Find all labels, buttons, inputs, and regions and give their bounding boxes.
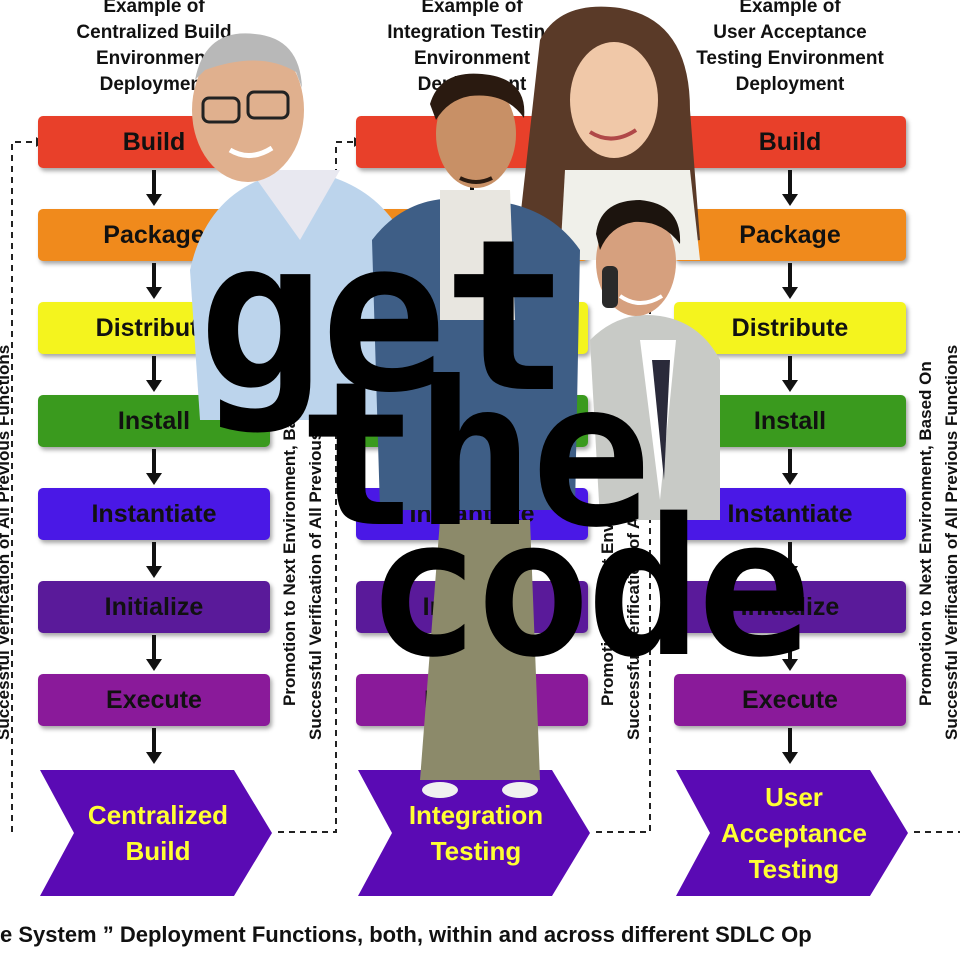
overlay-word-code: code [366, 478, 812, 699]
stage-label-line: Testing [430, 836, 522, 866]
column-title-line: Example of [421, 0, 523, 17]
arrow-down-icon [146, 542, 162, 578]
step-build: Build [38, 116, 270, 168]
step-install: Install [674, 395, 906, 447]
arrow-down-icon [146, 356, 162, 392]
column-title-line: User Acceptance [713, 22, 867, 43]
arrow-down-icon [146, 635, 162, 671]
arrow-down-icon [464, 728, 480, 764]
overlay-word-the: the [298, 339, 651, 572]
column-title-line: Centralized Build [76, 22, 232, 43]
arrow-down-icon [782, 263, 798, 299]
arrow-down-icon [782, 170, 798, 206]
arrow-down-icon [782, 635, 798, 671]
step-build: Build [356, 116, 588, 168]
step-build: Build [674, 116, 906, 168]
arrow-down-icon [782, 542, 798, 578]
arrow-down-icon [146, 728, 162, 764]
footer-caption: e System ” Deployment Functions, both, w… [0, 922, 812, 947]
column-title-line: Environment [95, 48, 213, 69]
column-title-line: Testing Environment [696, 48, 884, 69]
stage-label-line: Testing [748, 854, 840, 884]
step-package: Package [674, 209, 906, 261]
stage-chevron [358, 770, 590, 896]
column-title-line: Deployment [99, 74, 209, 95]
column-title-line: Deployment [417, 74, 527, 95]
step-distribute: Distribute [674, 302, 906, 354]
stage-label-line: Build [125, 836, 191, 866]
column-title-line: Integration Testing [387, 22, 557, 43]
arrow-down-icon [782, 356, 798, 392]
stage-label-line: Integration [408, 800, 544, 830]
arrow-down-icon [782, 728, 798, 764]
side-label-left: Successful Verification of All Previous … [0, 344, 13, 740]
step-execute: Execute [38, 674, 270, 726]
arrow-down-icon [146, 263, 162, 299]
arrow-down-icon [146, 170, 162, 206]
step-initialize: Initialize [674, 581, 906, 633]
column-title-line: Environment [413, 48, 531, 69]
column-title-line: Deployment [735, 74, 845, 95]
arrow-down-icon [146, 449, 162, 485]
stage-label-line: Acceptance [721, 818, 867, 848]
stage-chevron [40, 770, 272, 896]
stage-label-line: Centralized [87, 800, 229, 830]
arrow-down-icon [782, 449, 798, 485]
step-initialize: Initialize [38, 581, 270, 633]
step-execute: Execute [674, 674, 906, 726]
step-instantiate: Instantiate [38, 488, 270, 540]
side-label-promo-3a: Promotion to Next Environment, Based On [916, 361, 935, 706]
stage-label-line: User [765, 782, 823, 812]
overlay-word-get: get [198, 194, 569, 439]
side-label-promo-3b: Successful Verification of All Previous … [942, 344, 960, 740]
column-title-line: Example of [103, 0, 205, 17]
stage-chevron [676, 770, 908, 896]
column-title-line: Example of [739, 0, 841, 17]
